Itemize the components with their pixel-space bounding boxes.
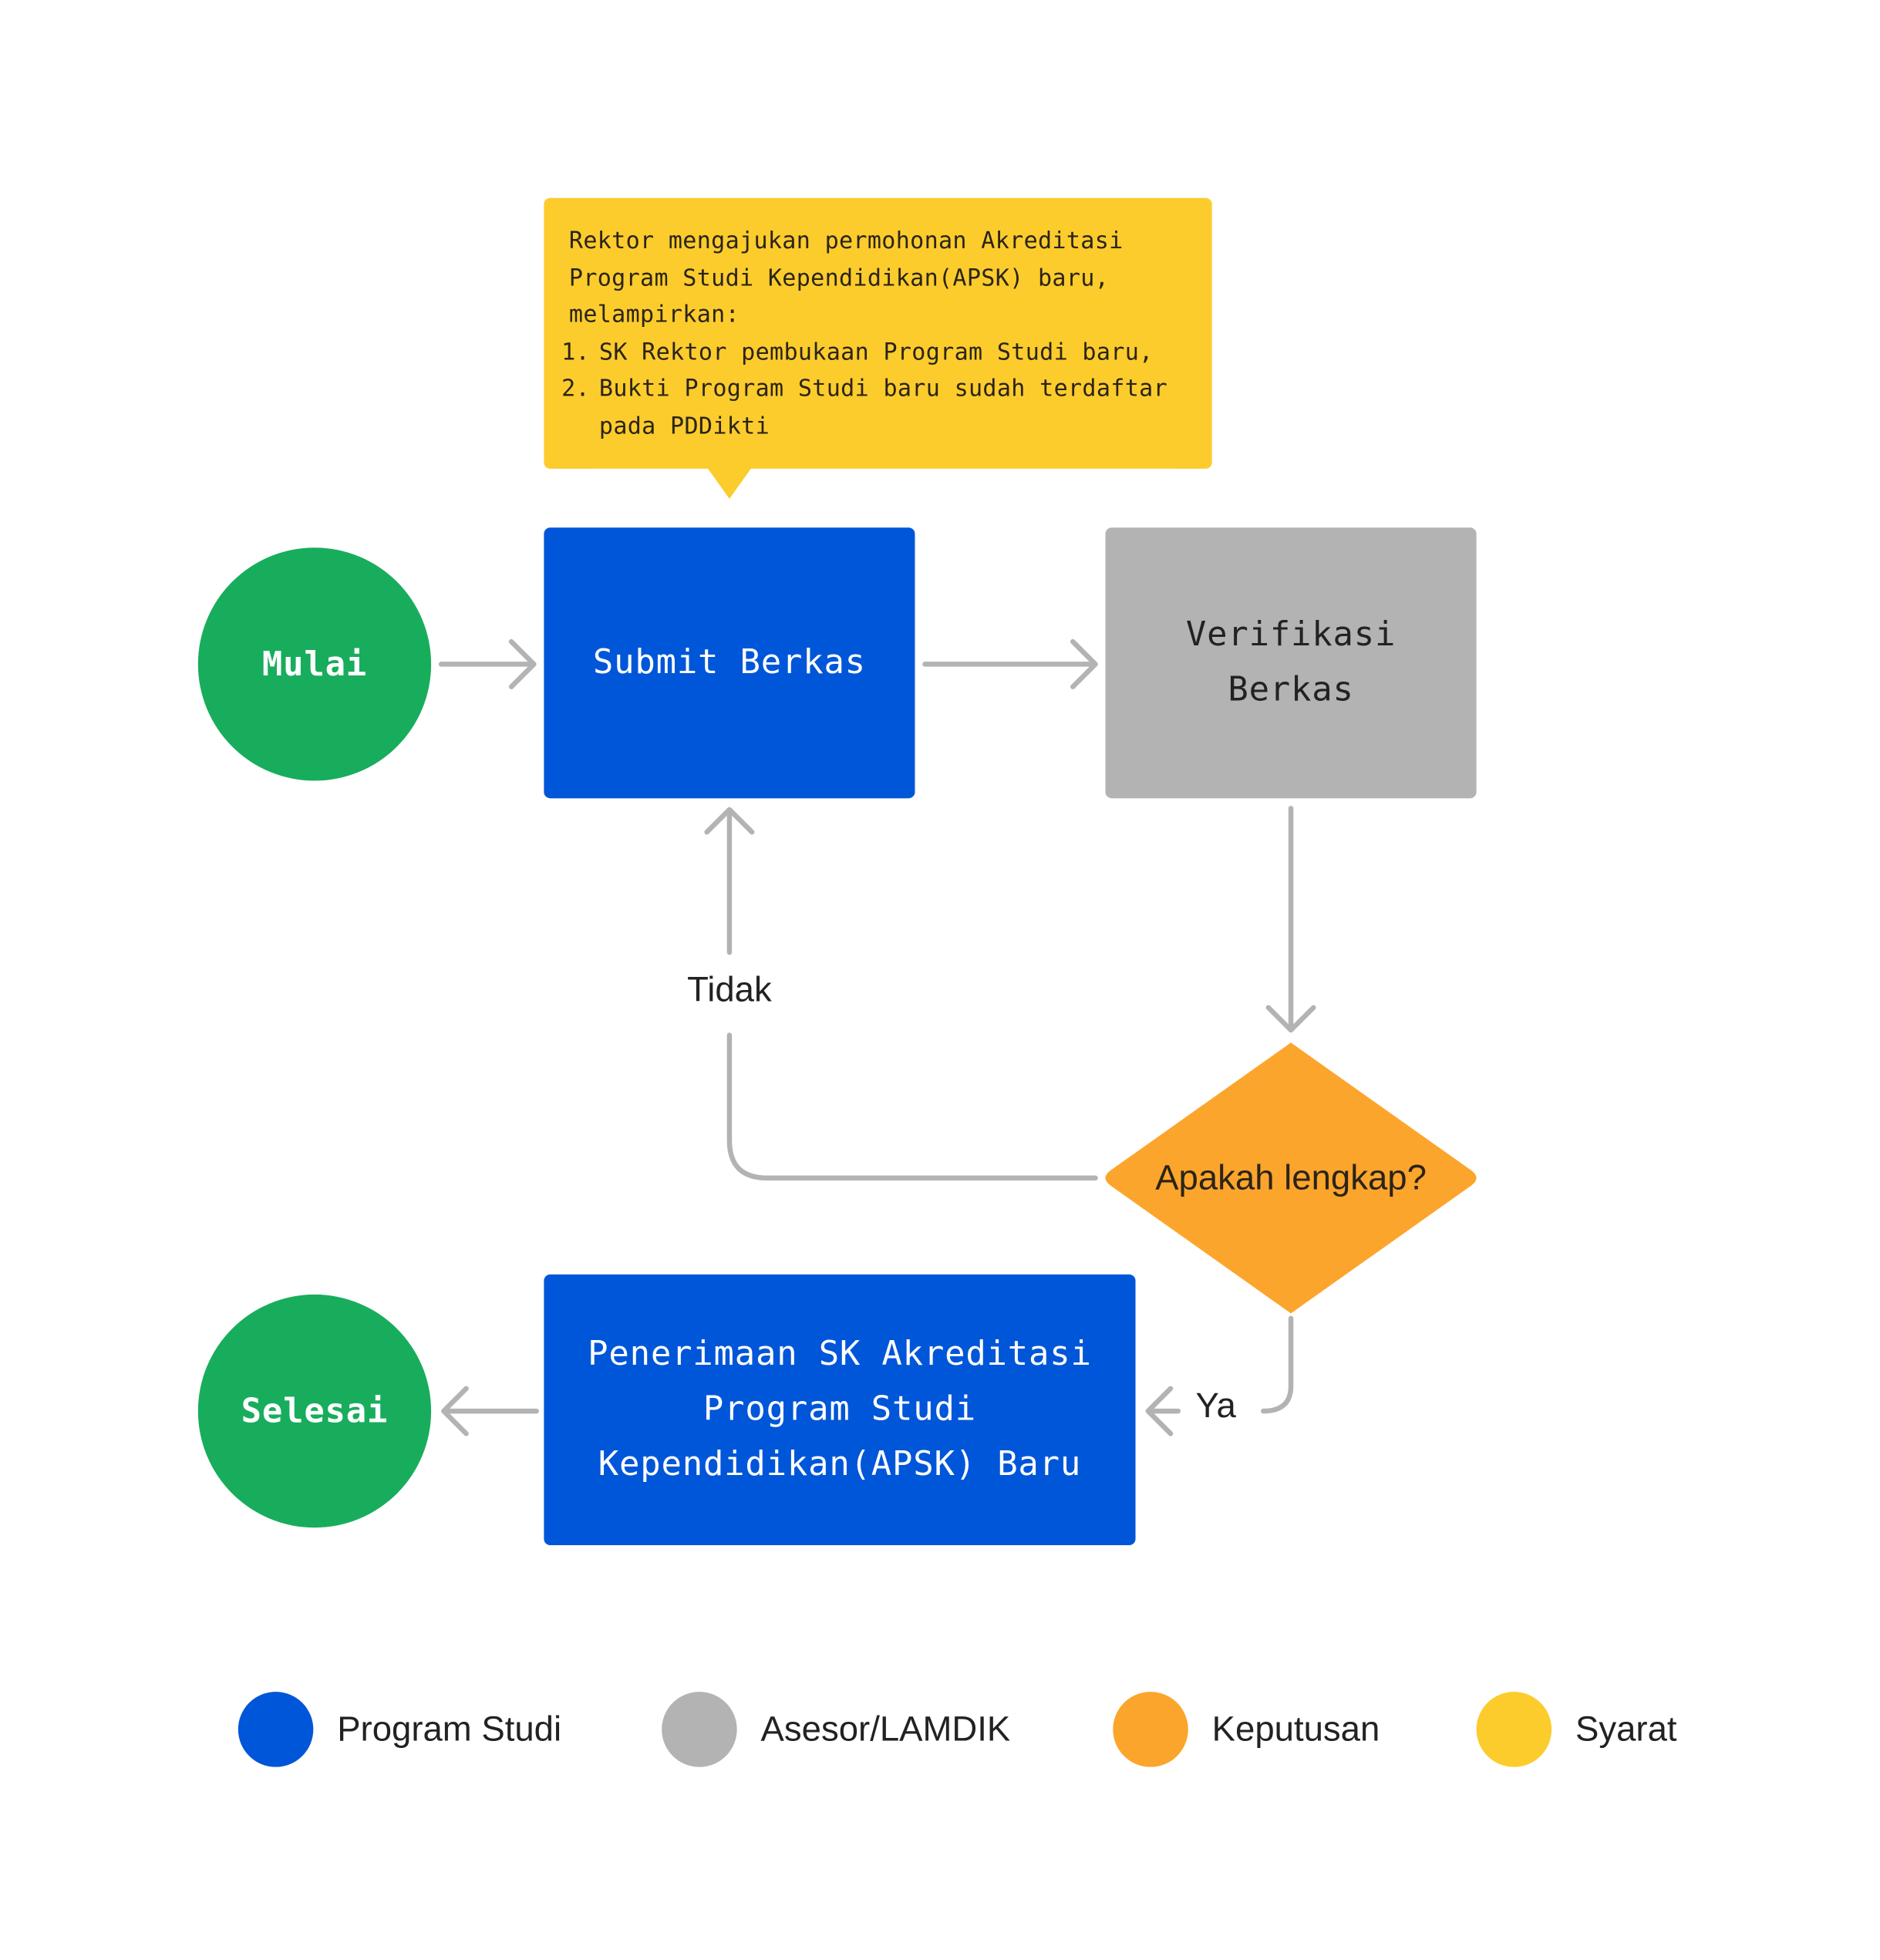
requirements-callout: Rektor mengajukan permohonan Akreditasi … bbox=[544, 197, 1212, 469]
arrow-verify-to-decision bbox=[1265, 806, 1316, 1033]
start-node: Mulai bbox=[197, 547, 432, 781]
requirement-number: 1. bbox=[561, 338, 591, 365]
legend-item-syarat: Syarat bbox=[1476, 1692, 1677, 1767]
legend-label: Program Studi bbox=[337, 1709, 562, 1749]
legend-label: Keputusan bbox=[1211, 1709, 1380, 1749]
decision-label: Apakah lengkap? bbox=[1155, 1157, 1427, 1197]
decision-diamond bbox=[1105, 1042, 1477, 1314]
legend-item-keputusan: Keputusan bbox=[1113, 1692, 1380, 1767]
legend-swatch bbox=[238, 1692, 314, 1767]
legend-item-asesor: Asesor/LAMDIK bbox=[662, 1692, 1010, 1767]
arrow-start-to-submit bbox=[438, 638, 537, 689]
arrow-submit-to-verify bbox=[922, 638, 1098, 689]
legend-label: Syarat bbox=[1575, 1709, 1677, 1749]
end-node: Selesai bbox=[197, 1294, 432, 1528]
edge-label-ya: Ya bbox=[1195, 1386, 1236, 1426]
requirement-number: 2. bbox=[561, 375, 591, 402]
requirement-item: 2. Bukti Program Studi baru sudah terdaf… bbox=[561, 371, 1187, 445]
legend-item-program-studi: Program Studi bbox=[238, 1692, 561, 1767]
callout-pointer bbox=[704, 463, 755, 499]
arrow-receive-to-end bbox=[441, 1386, 539, 1436]
penerimaan-sk-node: Penerimaan SK Akreditasi Program Studi K… bbox=[544, 1274, 1136, 1545]
arrow-ya-head bbox=[1145, 1386, 1181, 1436]
requirements-list: 1. SK Rektor pembukaan Program Studi bar… bbox=[561, 334, 1187, 445]
legend-swatch bbox=[1113, 1692, 1188, 1767]
legend-swatch bbox=[1476, 1692, 1552, 1767]
verifikasi-berkas-node: Verifikasi Berkas bbox=[1105, 527, 1477, 799]
legend-swatch bbox=[662, 1692, 737, 1767]
legend-label: Asesor/LAMDIK bbox=[760, 1709, 1011, 1749]
requirement-text: SK Rektor pembukaan Program Studi baru, bbox=[598, 338, 1154, 365]
callout-intro: Rektor mengajukan permohonan Akreditasi … bbox=[568, 227, 1124, 328]
arrow-decision-to-submit bbox=[726, 1032, 1098, 1181]
requirement-item: 1. SK Rektor pembukaan Program Studi bar… bbox=[561, 334, 1187, 371]
submit-berkas-node: Submit Berkas bbox=[544, 527, 915, 799]
arrow-decision-to-receive bbox=[1261, 1315, 1294, 1414]
requirement-text: Bukti Program Studi baru sudah terdaftar… bbox=[598, 375, 1168, 439]
edge-label-tidak: Tidak bbox=[676, 969, 783, 1010]
arrow-tidak-upper bbox=[704, 807, 755, 955]
